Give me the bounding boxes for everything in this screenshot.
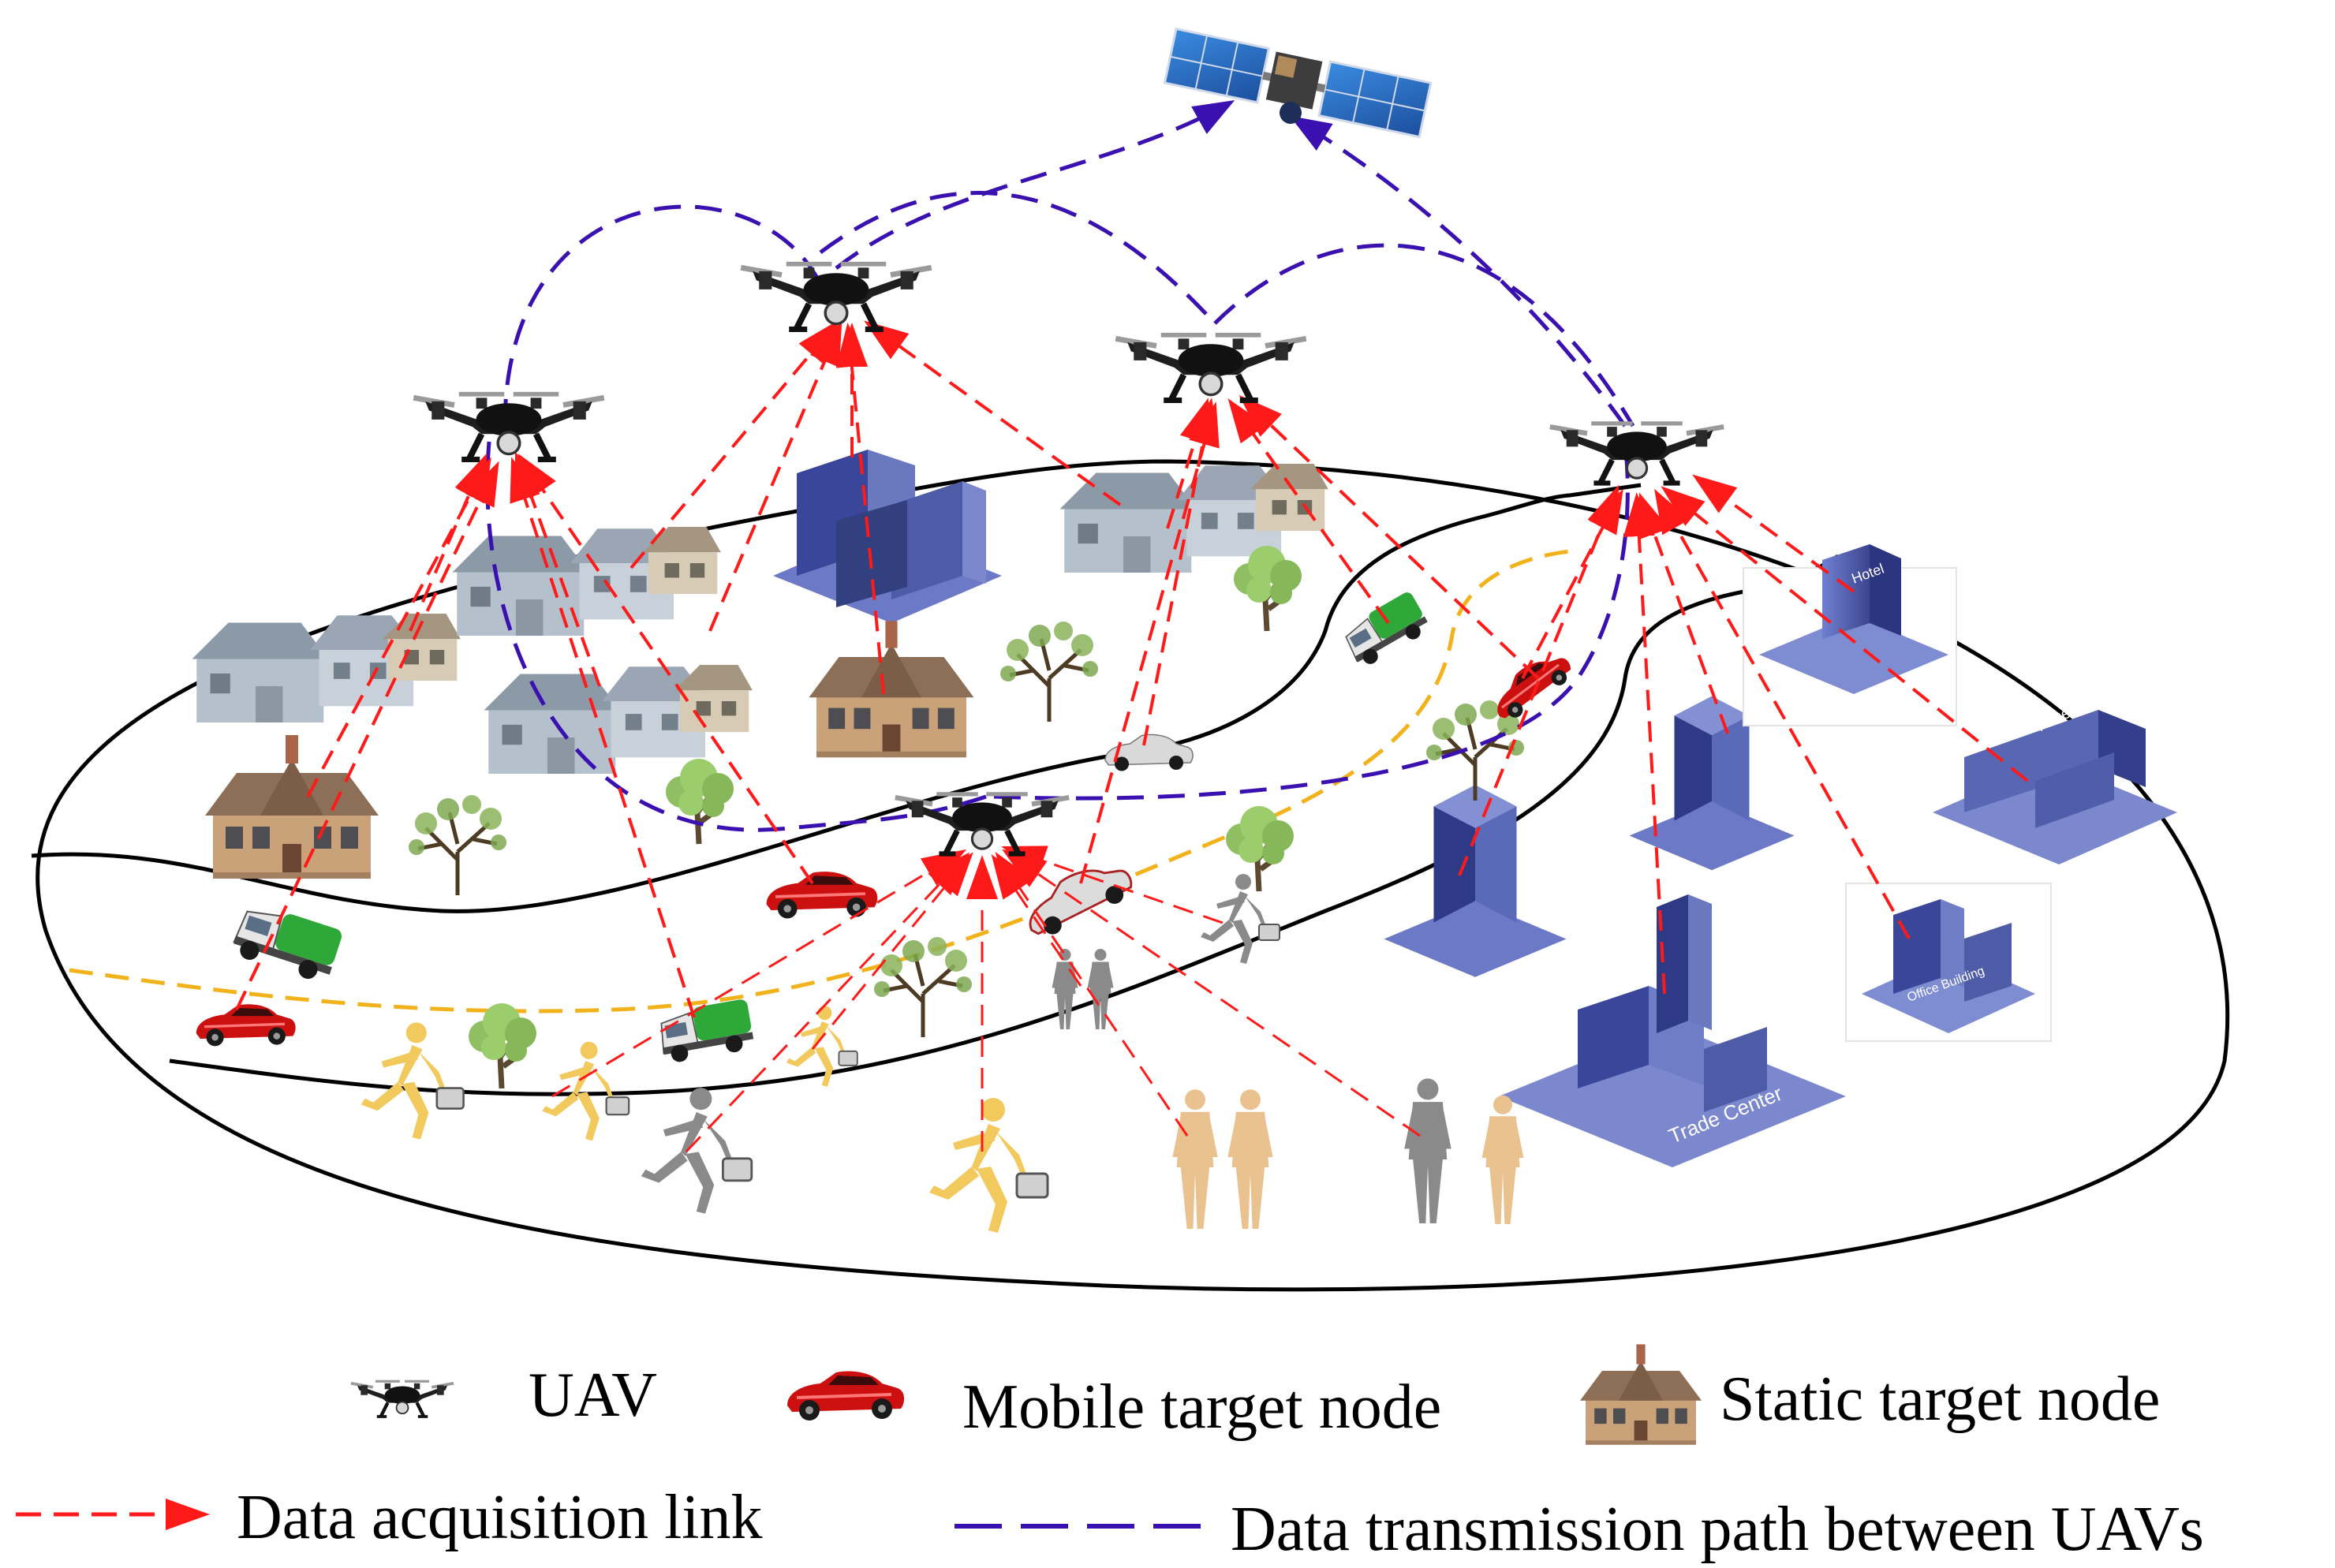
acquisition-link xyxy=(1638,492,1729,734)
acquisition-link xyxy=(991,854,1082,987)
tree-icon xyxy=(874,937,972,1037)
acquisition-link xyxy=(1227,398,1390,625)
acquisition-link xyxy=(1623,492,1666,995)
drone-icon xyxy=(1550,424,1724,483)
person-icon xyxy=(1172,1089,1218,1229)
residential-houses-1 xyxy=(192,614,461,722)
acquisition-link xyxy=(306,457,491,797)
legend-transmission: Data transmission path between UAVs xyxy=(955,1495,2204,1564)
acquisition-link xyxy=(235,461,499,1010)
office-building: Office Building xyxy=(1845,883,2052,1042)
drone-icon xyxy=(351,1381,454,1417)
truck-icon xyxy=(1339,589,1433,671)
acquisition-link xyxy=(1079,401,1220,884)
car-icon xyxy=(1104,734,1194,771)
legend-uav: UAV xyxy=(351,1361,657,1430)
transmission-path xyxy=(1213,243,1635,427)
car-icon xyxy=(786,1369,906,1422)
acquisition-link xyxy=(1002,849,1421,1137)
legend-static-label: Static target node xyxy=(1720,1365,2160,1434)
drone-icon xyxy=(413,394,604,460)
house-icon-1 xyxy=(809,621,974,758)
legend-transmission-label: Data transmission path between UAVs xyxy=(1231,1495,2204,1564)
person-icon xyxy=(1087,949,1114,1029)
people xyxy=(360,873,1524,1234)
legend-mobile-label: Mobile target node xyxy=(962,1372,1441,1442)
hotel-building: Hotel xyxy=(1743,544,1957,726)
acquisition-link xyxy=(551,849,967,1098)
acquisition-link xyxy=(708,320,842,632)
acquisition-link xyxy=(1661,486,2029,782)
legend-uav-label: UAV xyxy=(529,1361,657,1430)
car-icon xyxy=(1483,644,1579,727)
person-icon xyxy=(541,1040,630,1142)
tree-icon xyxy=(666,759,734,844)
acquisition-link xyxy=(630,319,839,569)
tree-icon xyxy=(409,795,506,895)
tree-icon xyxy=(469,1003,536,1088)
transmission-path xyxy=(1289,115,1627,427)
house-icon-2 xyxy=(205,735,379,879)
person-icon xyxy=(1052,949,1078,1029)
residential-houses-3 xyxy=(484,665,753,774)
transmission-paths xyxy=(485,100,1635,832)
road-lower-edge xyxy=(169,554,1840,1096)
transmission-path xyxy=(502,204,823,427)
drone-icon xyxy=(895,794,1070,854)
house-icon xyxy=(1580,1344,1702,1445)
person-icon xyxy=(640,1086,753,1215)
acquisition-link xyxy=(1692,474,1855,593)
acquisition-link xyxy=(1521,488,1623,679)
tree-icon xyxy=(1226,806,1294,891)
legend-static: Static target node xyxy=(1580,1344,2160,1445)
tree-icon xyxy=(1000,622,1098,722)
acquisition-link xyxy=(1458,484,1620,876)
truck-icon xyxy=(656,997,757,1066)
acquisition-link xyxy=(864,320,1122,506)
acquisition-link xyxy=(995,852,1189,1137)
road-center-line xyxy=(69,548,1578,1014)
office-tower-1 xyxy=(1384,785,1567,977)
transmission-path xyxy=(819,191,1216,325)
acquisition-links xyxy=(235,319,2029,1153)
person-icon xyxy=(928,1096,1049,1234)
legend: UAV Mobile target node Static target nod… xyxy=(16,1344,2204,1564)
satellite-icon xyxy=(1163,27,1433,139)
drone-icon xyxy=(741,264,932,330)
apartment-block xyxy=(773,450,1002,623)
car-icon xyxy=(195,1002,297,1048)
person-icon xyxy=(1404,1078,1451,1223)
person-icon xyxy=(1481,1095,1524,1224)
acquisition-link xyxy=(1001,846,1224,924)
acquisition-link xyxy=(514,451,601,687)
legend-acquisition: Data acquisition link xyxy=(16,1483,763,1552)
person-icon xyxy=(360,1021,465,1141)
transmission-path xyxy=(993,441,1630,801)
acquisition-link xyxy=(1654,488,1911,939)
tree-icon xyxy=(1234,546,1302,631)
acquisition-link xyxy=(1142,398,1220,746)
acquisition-link xyxy=(1238,394,1540,680)
legend-acquisition-label: Data acquisition link xyxy=(237,1483,763,1552)
acquisition-link xyxy=(517,454,814,885)
enterprise-building: Enterprise xyxy=(1933,704,2177,864)
truck-icon xyxy=(229,899,345,987)
acquisition-link xyxy=(510,457,696,1018)
acquisition-link xyxy=(685,852,970,1153)
drone-icon xyxy=(1115,335,1306,401)
person-icon xyxy=(1227,1089,1273,1229)
acquisition-link xyxy=(811,852,973,1050)
transmission-path xyxy=(835,100,1235,270)
static-nodes: Hotel Enterprise Office Building xyxy=(192,450,2177,1167)
transmission-path xyxy=(485,441,987,832)
legend-mobile: Mobile target node xyxy=(786,1369,1441,1442)
